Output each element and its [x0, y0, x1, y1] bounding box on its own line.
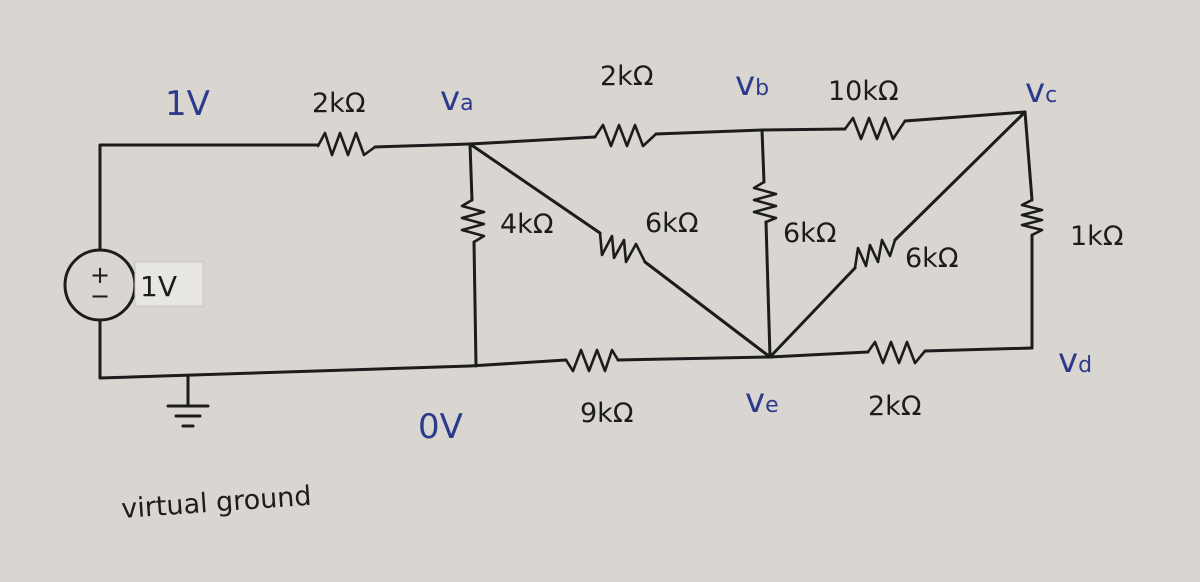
wires — [98, 110, 1034, 380]
label-r-vc-ve: 6kΩ — [905, 243, 958, 274]
label-r-vb-ve: 6kΩ — [783, 218, 836, 249]
resistor-vc-vd — [1020, 198, 1044, 237]
resistor-source-va — [316, 131, 377, 157]
wire-vb-down — [760, 128, 766, 184]
node-vb-label: vb — [735, 64, 769, 104]
label-r-vc-vd: 1kΩ — [1070, 221, 1123, 252]
wire-4k-down — [472, 240, 478, 368]
wire-left-bottom — [98, 318, 472, 380]
source-plus-label: + — [90, 261, 110, 289]
wire-va-down — [468, 142, 474, 202]
wire-vc-down — [1023, 110, 1034, 202]
node-ve-label: ve — [745, 381, 779, 421]
wire-9k-to-ve — [616, 355, 772, 362]
ground-node-label: 0V — [418, 407, 463, 447]
label-r-va-ground: 4kΩ — [500, 209, 553, 240]
wire-to-va — [373, 142, 472, 149]
label-r-va-vb: 2kΩ — [600, 61, 653, 92]
label-r-va-ve: 6kΩ — [645, 208, 698, 239]
resistor-ve-vd — [866, 340, 927, 365]
resistor-vb-ve — [752, 180, 778, 224]
resistor-va-ve — [598, 231, 647, 264]
wire-vb-right — [760, 127, 847, 132]
wire-6k-diag-to-ve — [643, 260, 772, 359]
wire-ve-to-2k — [768, 350, 870, 359]
resistor-ground-ve — [564, 348, 620, 373]
wire-to-vb — [654, 128, 764, 136]
node-vc-label: vc — [1025, 71, 1057, 111]
node-va-label: va — [440, 79, 474, 119]
label-r-source-va: 2kΩ — [312, 88, 365, 119]
source-minus-label: − — [90, 282, 110, 310]
source-voltage-label: 1V — [165, 84, 210, 124]
resistor-va-vb — [593, 123, 658, 148]
ground-caption: virtual ground — [120, 481, 312, 525]
wire-6k-right-to-vc — [893, 110, 1027, 242]
voltage-source: + − 1V — [63, 248, 204, 322]
label-r-ground-ve: 9kΩ — [580, 398, 633, 429]
wire-ground-to-9k — [468, 358, 568, 368]
wire-ve-diagonal — [768, 266, 857, 359]
wire-left-top — [98, 143, 320, 252]
wire-to-vc — [903, 110, 1027, 123]
resistor-va-ground — [460, 198, 486, 244]
source-label-tape — [134, 261, 204, 307]
ground-symbol — [166, 374, 210, 428]
wire-va-diagonal — [468, 142, 602, 235]
node-vd-label: vd — [1058, 341, 1092, 381]
wire-va-right — [468, 135, 597, 146]
resistor-vc-ve — [853, 238, 897, 270]
source-side-label: 1V — [140, 270, 177, 303]
wire-2k-to-vd — [923, 346, 1034, 353]
resistors — [316, 116, 1044, 373]
wire-6k-mid-down — [764, 220, 772, 359]
label-r-vb-vc: 10kΩ — [828, 76, 899, 107]
resistor-vb-vc — [843, 116, 907, 141]
label-r-ve-vd: 2kΩ — [868, 391, 921, 422]
